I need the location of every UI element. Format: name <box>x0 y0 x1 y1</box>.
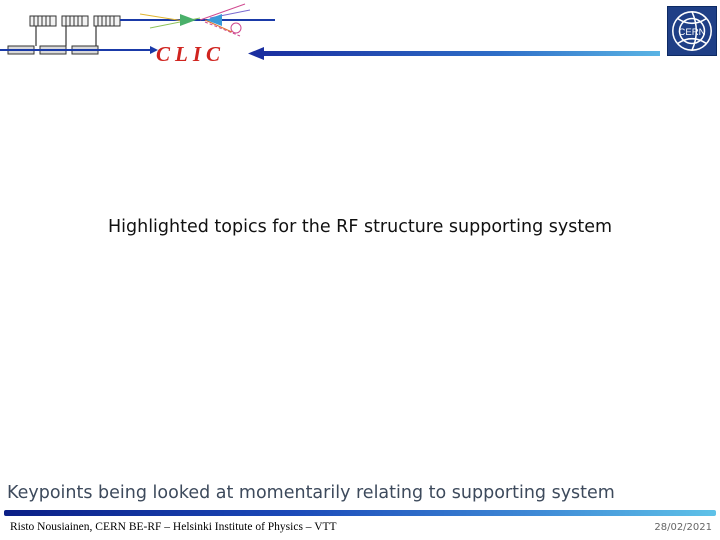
footer-author: Risto Nousiainen, CERN BE-RF – Helsinki … <box>10 521 337 533</box>
accelerator-modules <box>0 15 158 55</box>
cern-logo: CERN <box>667 6 717 56</box>
cern-logo-text: CERN <box>678 27 705 38</box>
beam-arrow <box>248 47 660 60</box>
interaction-point-graphic <box>120 3 275 37</box>
footer-date: 28/02/2021 <box>654 522 712 533</box>
clic-header-graphic <box>0 3 660 60</box>
slide-subtitle: Keypoints being looked at momentarily re… <box>7 483 615 503</box>
footer-divider <box>4 510 716 516</box>
clic-banner-text: CLIC <box>156 42 226 66</box>
slide-title: Highlighted topics for the RF structure … <box>107 217 613 237</box>
